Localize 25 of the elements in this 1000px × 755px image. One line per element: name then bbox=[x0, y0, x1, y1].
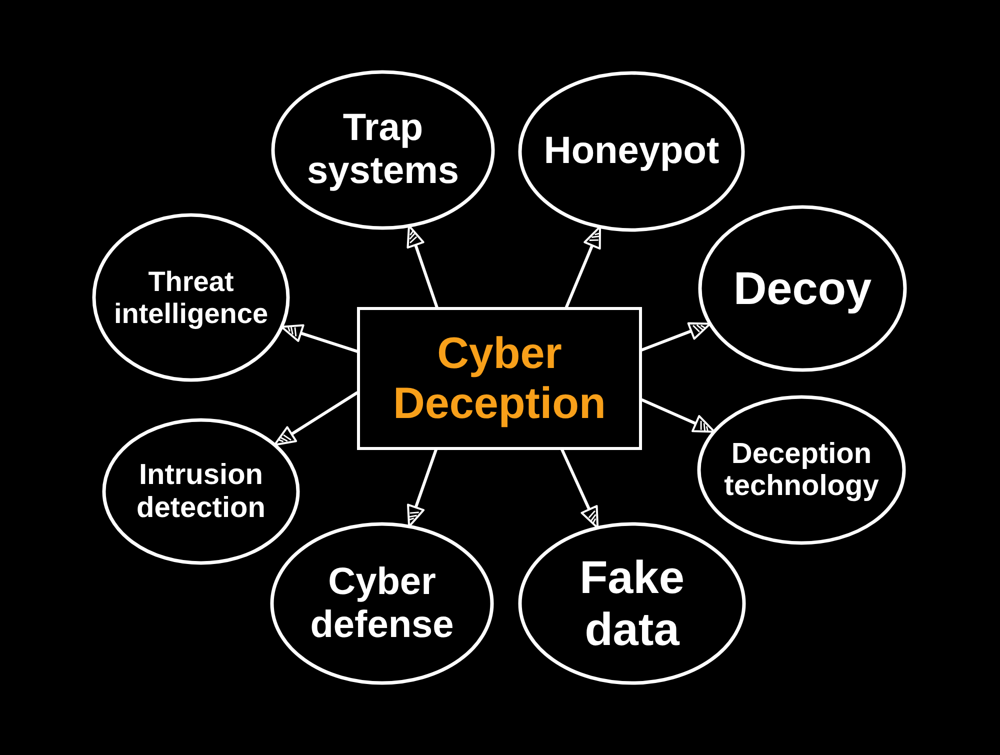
ellipse-node bbox=[698, 205, 907, 372]
ellipse-node bbox=[697, 395, 906, 545]
topic-text: Trap systems bbox=[306, 107, 460, 193]
topic-text: Honeypot bbox=[544, 130, 720, 173]
arrow bbox=[273, 391, 358, 446]
ellipse-node bbox=[518, 71, 745, 232]
ellipse-node bbox=[92, 213, 290, 382]
topic-text: Decoy bbox=[733, 262, 872, 314]
topic-text: Deception technology bbox=[723, 438, 880, 502]
arrow bbox=[560, 448, 600, 530]
arrow bbox=[406, 448, 438, 528]
central-topic-text: Cyber Deception bbox=[392, 329, 607, 428]
arrow bbox=[280, 324, 358, 353]
topic-text: Fake data bbox=[578, 552, 686, 656]
topic-text: Intrusion detection bbox=[136, 459, 266, 524]
ellipse-node bbox=[270, 522, 494, 685]
arrow bbox=[565, 225, 602, 308]
arrow bbox=[640, 398, 716, 434]
topic-box bbox=[357, 307, 642, 450]
topic-text: Cyber defense bbox=[309, 560, 455, 646]
topic-text: Threat intelligence bbox=[112, 266, 270, 329]
ellipse-node bbox=[518, 522, 746, 685]
ellipse-node bbox=[271, 70, 495, 230]
arrow bbox=[640, 322, 712, 352]
ellipse-node bbox=[102, 418, 300, 565]
